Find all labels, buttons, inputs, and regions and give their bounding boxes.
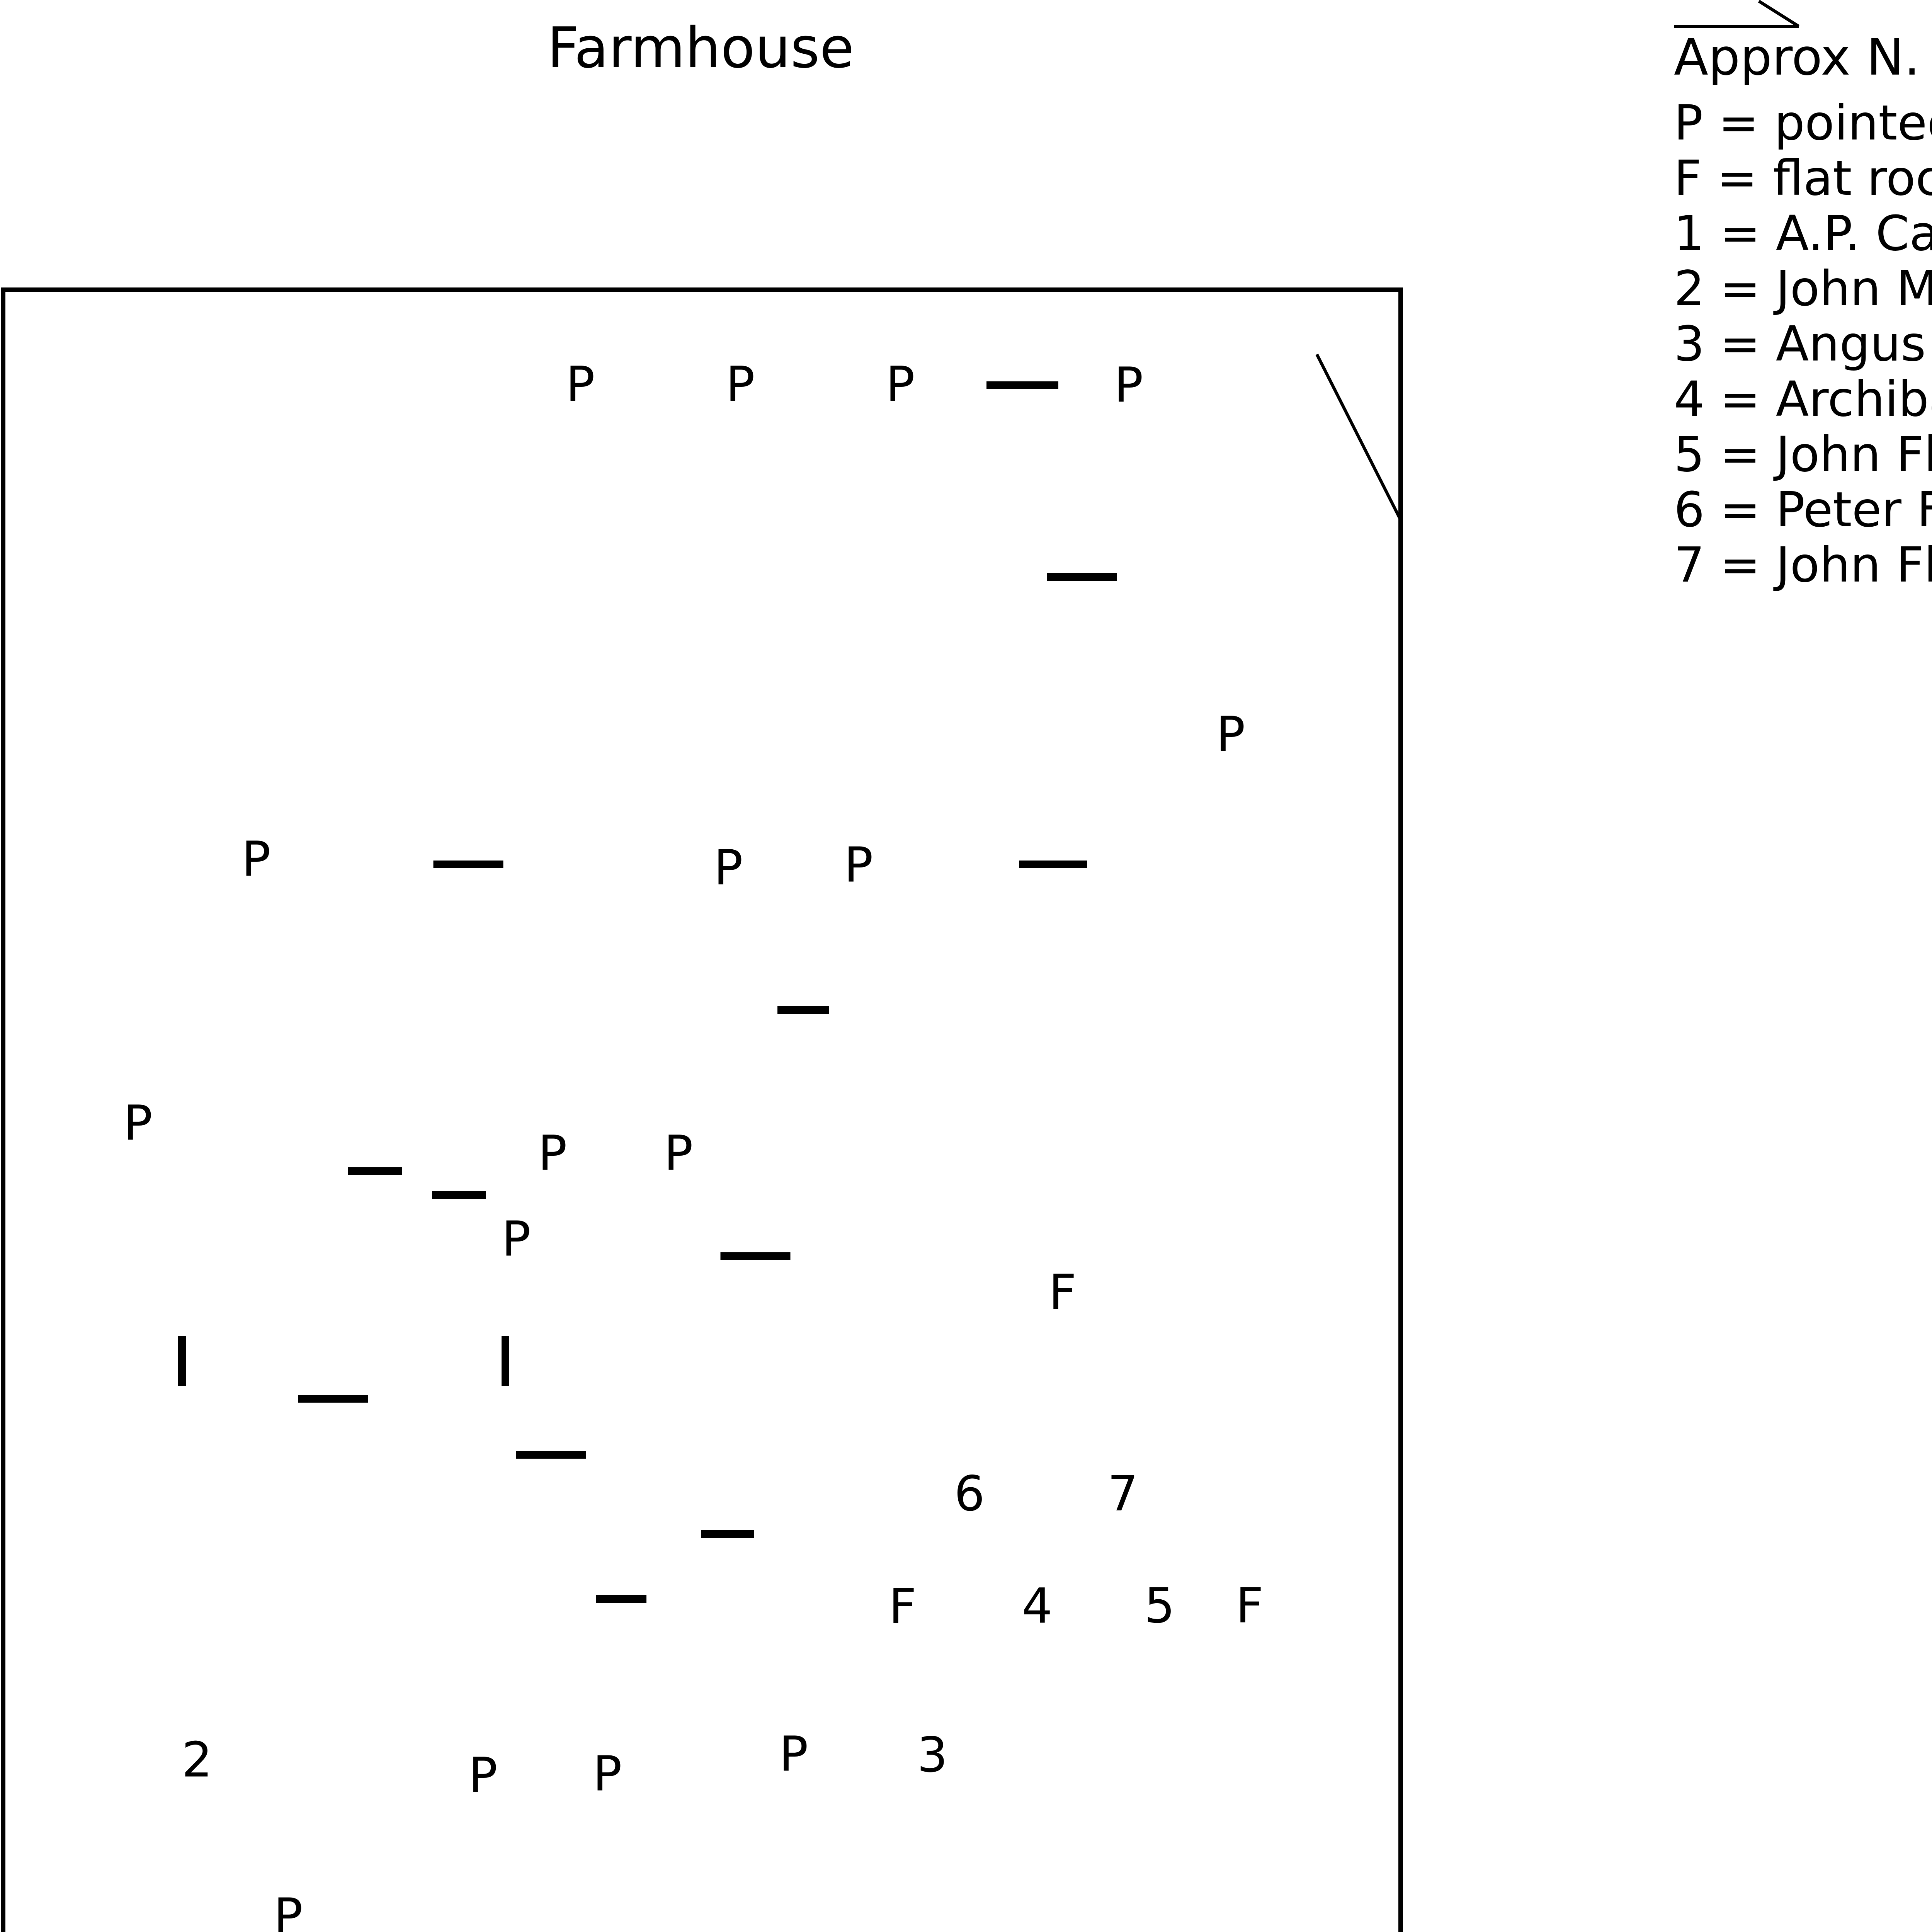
legend: P = pointed rock F = flat rock 1 = A.P. …	[1674, 95, 1932, 593]
map-label-P: P	[714, 840, 743, 896]
map-label-P: P	[844, 837, 873, 893]
map-label-F: F	[1236, 1578, 1264, 1634]
map-dash-mark	[433, 861, 503, 868]
map-dash-mark	[1047, 573, 1117, 581]
map-label-P: P	[726, 356, 755, 413]
map-dash-mark	[432, 1191, 486, 1199]
map-dash-mark	[596, 1595, 646, 1603]
map-dash-mark	[986, 381, 1058, 389]
map-dash-mark	[298, 1395, 368, 1403]
map-dash-mark	[348, 1167, 402, 1175]
legend-item-7: 7 = John Fletcher	[1674, 537, 1932, 593]
approx-north-label: Approx N.	[1674, 28, 1920, 87]
legend-item-4: 4 = Archibald Fletcher	[1674, 371, 1932, 427]
map-dash-mark	[516, 1451, 586, 1459]
legend-item-1: 1 = A.P. Campbell	[1674, 206, 1932, 262]
map-label-4: 4	[1022, 1578, 1053, 1634]
map-dash-mark	[720, 1252, 791, 1260]
map-vertical-bar-mark	[178, 1336, 186, 1386]
map-label-P: P	[274, 1888, 303, 1932]
map-label-2: 2	[182, 1732, 213, 1788]
map-label-P: P	[502, 1211, 531, 1267]
map-label-F: F	[889, 1578, 917, 1635]
map-label-P: P	[242, 831, 271, 888]
farmhouse-label: Farmhouse	[547, 15, 854, 81]
legend-item-flat-rock: F = flat rock	[1674, 150, 1932, 206]
map-dash-mark	[1019, 861, 1087, 868]
map-label-P: P	[593, 1746, 622, 1802]
map-label-F: F	[1049, 1264, 1077, 1321]
map-label-3: 3	[917, 1727, 948, 1783]
north-arrow-head	[1758, 0, 1800, 28]
legend-item-5: 5 = John Fletcher	[1674, 427, 1932, 483]
legend-item-3: 3 = Angus Fletcher	[1674, 316, 1932, 372]
map-label-P: P	[779, 1726, 808, 1782]
map-label-P: P	[468, 1747, 498, 1804]
legend-item-2: 2 = John McCallum	[1674, 261, 1932, 317]
map-label-P: P	[566, 356, 595, 413]
map-dash-mark	[701, 1530, 754, 1538]
map-label-P: P	[1114, 357, 1143, 413]
map-vertical-bar-mark	[502, 1336, 509, 1386]
map-label-5: 5	[1144, 1578, 1175, 1634]
map-label-P: P	[1216, 706, 1245, 763]
map-dash-mark	[777, 1006, 829, 1014]
legend-item-6: 6 = Peter Fletcher	[1674, 482, 1932, 538]
map-label-6: 6	[954, 1466, 985, 1522]
map-label-P: P	[538, 1125, 567, 1182]
legend-item-pointed-rock: P = pointed rock	[1674, 95, 1932, 151]
map-label-7: 7	[1107, 1466, 1138, 1522]
map-label-P: P	[886, 356, 915, 413]
map-label-P: P	[664, 1125, 693, 1182]
map-label-P: P	[123, 1095, 153, 1151]
map-outline	[1, 287, 1403, 1932]
